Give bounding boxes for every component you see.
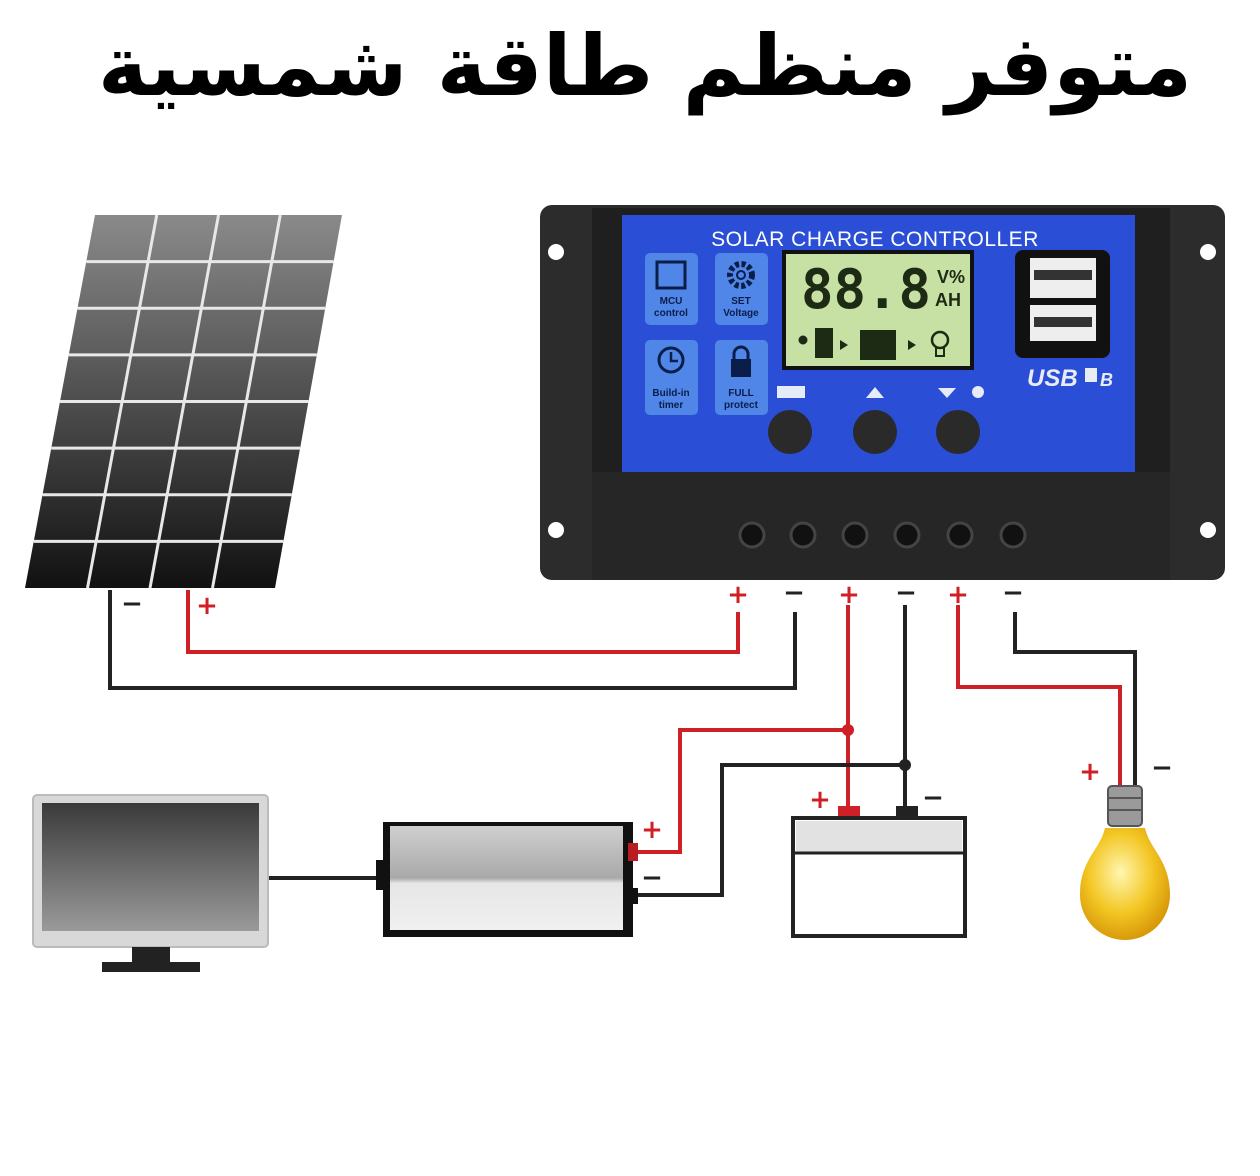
bulb-minus-label: − [1151,753,1173,783]
wires [108,590,1137,897]
inverter-plus-label: + [641,815,663,845]
svg-text:+: + [947,580,969,610]
feature-protect: FULL protect [715,340,768,415]
load-positive-wire [956,605,1122,790]
feature-timer: Build-in timer [645,340,698,415]
controller-label: SOLAR CHARGE CONTROLLER [711,228,1039,251]
controller-terminal-signs: + − + − + − [727,578,1024,610]
positive-junction [842,724,854,736]
usb-label: USB [1027,365,1078,392]
usb-suffix: B [1100,370,1113,390]
down-button[interactable] [936,410,980,454]
svg-text:+: + [727,580,749,610]
svg-text:−: − [783,578,805,608]
solar-panel [25,214,342,589]
negative-junction [899,759,911,771]
down-arrow-icon [938,388,956,398]
menu-button[interactable] [768,410,812,454]
battery-minus-label: − [922,783,944,813]
panel-minus-label: − [121,589,143,619]
menu-symbol-icon [777,386,805,398]
up-arrow-icon [866,387,884,398]
light-bulb [1080,785,1170,940]
svg-text:protect: protect [724,400,759,411]
battery [791,806,967,938]
bulb-plus-label: + [1079,757,1101,787]
panel-negative-wire [108,590,797,690]
chip-icon [655,260,687,290]
battery-lcd-icon [860,330,896,360]
terminal-holes [738,521,1027,549]
inverter-minus-label: − [641,863,663,893]
svg-text:FULL: FULL [728,388,754,399]
svg-text:−: − [1002,578,1024,608]
clock-icon [657,346,685,374]
panel-plus-label: + [196,591,218,621]
load-negative-wire [1013,612,1137,790]
usb-ports: USB B [1015,250,1113,392]
lcd-unit-bottom: AH [935,290,961,310]
title: متوفر منظم طاقة شمسية [98,17,1192,116]
svg-text:+: + [838,580,860,610]
feature-set-voltage: SET Voltage [715,253,768,325]
svg-text:Build-in: Build-in [652,388,689,399]
feature-mcu: MCU control [645,253,698,325]
panel-positive-wire [186,590,740,654]
inverter-negative-wire [636,763,905,897]
inverter-positive-wire [636,728,848,854]
battery-plus-label: + [809,785,831,815]
svg-text:SET: SET [731,296,750,307]
svg-text:MCU: MCU [660,296,683,307]
monitor [32,794,269,972]
gear-icon [727,261,755,289]
svg-text:control: control [654,308,688,319]
charge-controller: SOLAR CHARGE CONTROLLER MCU control SET … [540,205,1225,580]
lcd-digits: 88.8 [801,258,931,321]
svg-text:−: − [895,578,917,608]
lcd-display: 88.8 V% AH [782,250,974,370]
svg-text:Voltage: Voltage [723,308,759,319]
bulb-symbol-icon [972,386,984,398]
up-button[interactable] [853,410,897,454]
lcd-unit-top: V% [937,267,965,287]
inverter [376,822,638,937]
solar-lcd-icon [815,328,833,358]
svg-text:timer: timer [659,400,684,411]
lock-icon [732,345,750,360]
sun-icon [798,335,808,345]
